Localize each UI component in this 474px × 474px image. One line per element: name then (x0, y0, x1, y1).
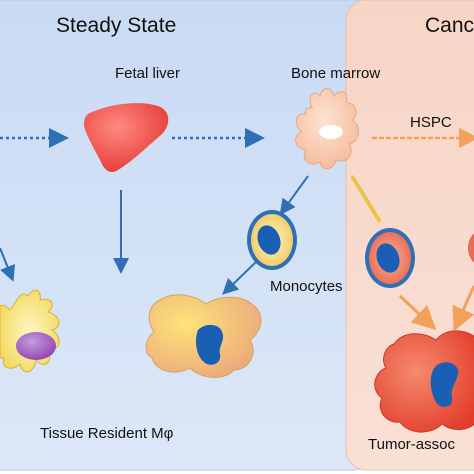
purple-nucleus (16, 332, 56, 360)
cancer-title: Canc (425, 14, 474, 37)
blue-nucleus-middle (196, 324, 224, 365)
monocyte-cancer (365, 228, 415, 288)
steady-state-title: Steady State (56, 14, 177, 37)
arrow-monocyte-to-macrophage (222, 259, 259, 295)
fetal-liver-label: Fetal liver (115, 65, 181, 82)
arrow-right-to-tumor (452, 285, 474, 332)
monocyte-cancer-partial (468, 233, 474, 263)
arrow-monocyte-to-tumor (398, 294, 437, 331)
arrow-marrow-to-monocyte (279, 175, 309, 216)
monocytes-label: Monocytes (270, 278, 343, 295)
blue-nucleus-tumor (430, 362, 459, 407)
fetal-liver-shape (84, 103, 169, 172)
arrow-left-to-resident (0, 247, 15, 282)
tissue-resident-label: Tissue Resident Mφ (40, 425, 174, 442)
bone-marrow-nucleus (319, 125, 343, 139)
hspc-label: HSPC (410, 114, 452, 131)
bone-marrow-label: Bone marrow (291, 65, 381, 82)
tumor-associated-label: Tumor-assoc (368, 436, 455, 453)
monocyte-steady (247, 210, 297, 270)
tumor-associated-macrophage (374, 330, 474, 433)
marrow-to-red-monocyte-link (350, 174, 382, 224)
